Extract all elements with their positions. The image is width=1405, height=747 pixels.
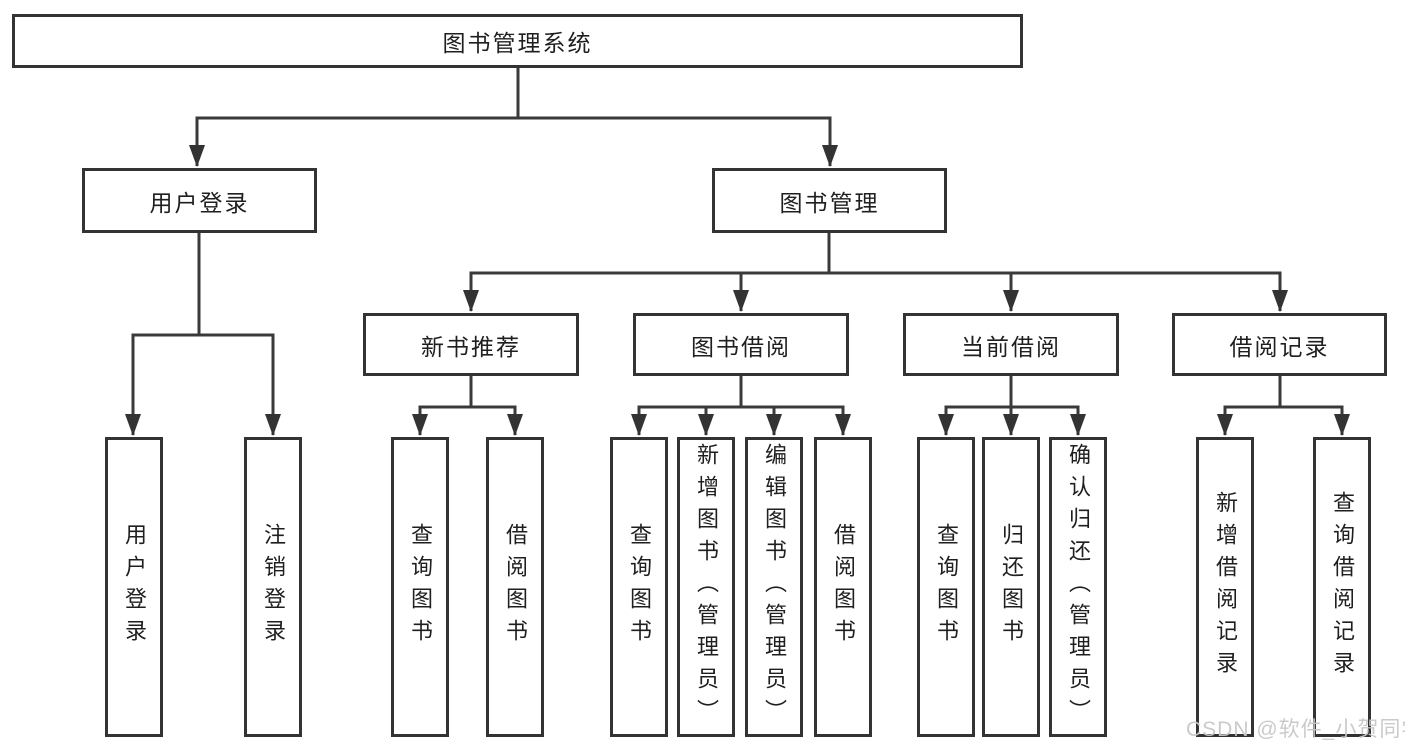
node-borrow-records-label: 借阅记录	[1229, 333, 1330, 360]
node-borrow-records: 借阅记录	[1172, 313, 1387, 376]
node-current-borrow: 当前借阅	[903, 313, 1119, 376]
node-book-management-label: 图书管理	[779, 189, 880, 216]
leaf-borrow-add-books-admin-label: 新增图书（管理员）	[694, 443, 719, 731]
leaf-current-confirm-return-admin: 确认归还（管理员）	[1049, 437, 1107, 737]
leaf-records-add-record: 新增借阅记录	[1196, 437, 1254, 737]
node-book-borrow: 图书借阅	[633, 313, 849, 376]
leaf-newbook-borrow-books-label: 借阅图书	[503, 523, 528, 651]
leaf-borrow-borrow-books: 借阅图书	[814, 437, 872, 737]
leaf-current-confirm-return-admin-label: 确认归还（管理员）	[1066, 443, 1091, 731]
node-book-management: 图书管理	[712, 168, 947, 233]
leaf-records-query-record-label: 查询借阅记录	[1330, 491, 1355, 683]
leaf-borrow-borrow-books-label: 借阅图书	[831, 523, 856, 651]
node-book-borrow-label: 图书借阅	[691, 333, 791, 360]
leaf-borrow-add-books-admin: 新增图书（管理员）	[677, 437, 735, 737]
leaf-borrow-edit-books-admin: 编辑图书（管理员）	[745, 437, 803, 737]
node-new-book-recommend: 新书推荐	[363, 313, 579, 376]
leaf-current-query-books-label: 查询图书	[934, 523, 959, 651]
node-user-login: 用户登录	[82, 168, 317, 233]
node-root: 图书管理系统	[12, 14, 1023, 68]
leaf-records-add-record-label: 新增借阅记录	[1213, 491, 1238, 683]
leaf-newbook-query-books-label: 查询图书	[408, 523, 433, 651]
leaf-user-login: 用户登录	[105, 437, 163, 737]
leaf-borrow-query-books: 查询图书	[610, 437, 668, 737]
node-new-book-recommend-label: 新书推荐	[421, 333, 521, 360]
leaf-logout: 注销登录	[244, 437, 302, 737]
node-user-login-label: 用户登录	[149, 189, 250, 216]
leaf-borrow-query-books-label: 查询图书	[627, 523, 652, 651]
leaf-newbook-query-books: 查询图书	[391, 437, 449, 737]
node-root-label: 图书管理系统	[442, 30, 593, 56]
leaf-logout-label: 注销登录	[261, 523, 286, 651]
leaf-user-login-label: 用户登录	[122, 523, 147, 651]
leaf-records-query-record: 查询借阅记录	[1313, 437, 1371, 737]
leaf-current-query-books: 查询图书	[917, 437, 975, 737]
leaf-borrow-edit-books-admin-label: 编辑图书（管理员）	[762, 443, 787, 731]
leaf-current-return-books-label: 归还图书	[999, 523, 1024, 651]
leaf-current-return-books: 归还图书	[982, 437, 1040, 737]
node-current-borrow-label: 当前借阅	[961, 333, 1061, 360]
leaf-newbook-borrow-books: 借阅图书	[486, 437, 544, 737]
csdn-watermark: CSDN @软件_小贺同学	[1186, 718, 1405, 741]
